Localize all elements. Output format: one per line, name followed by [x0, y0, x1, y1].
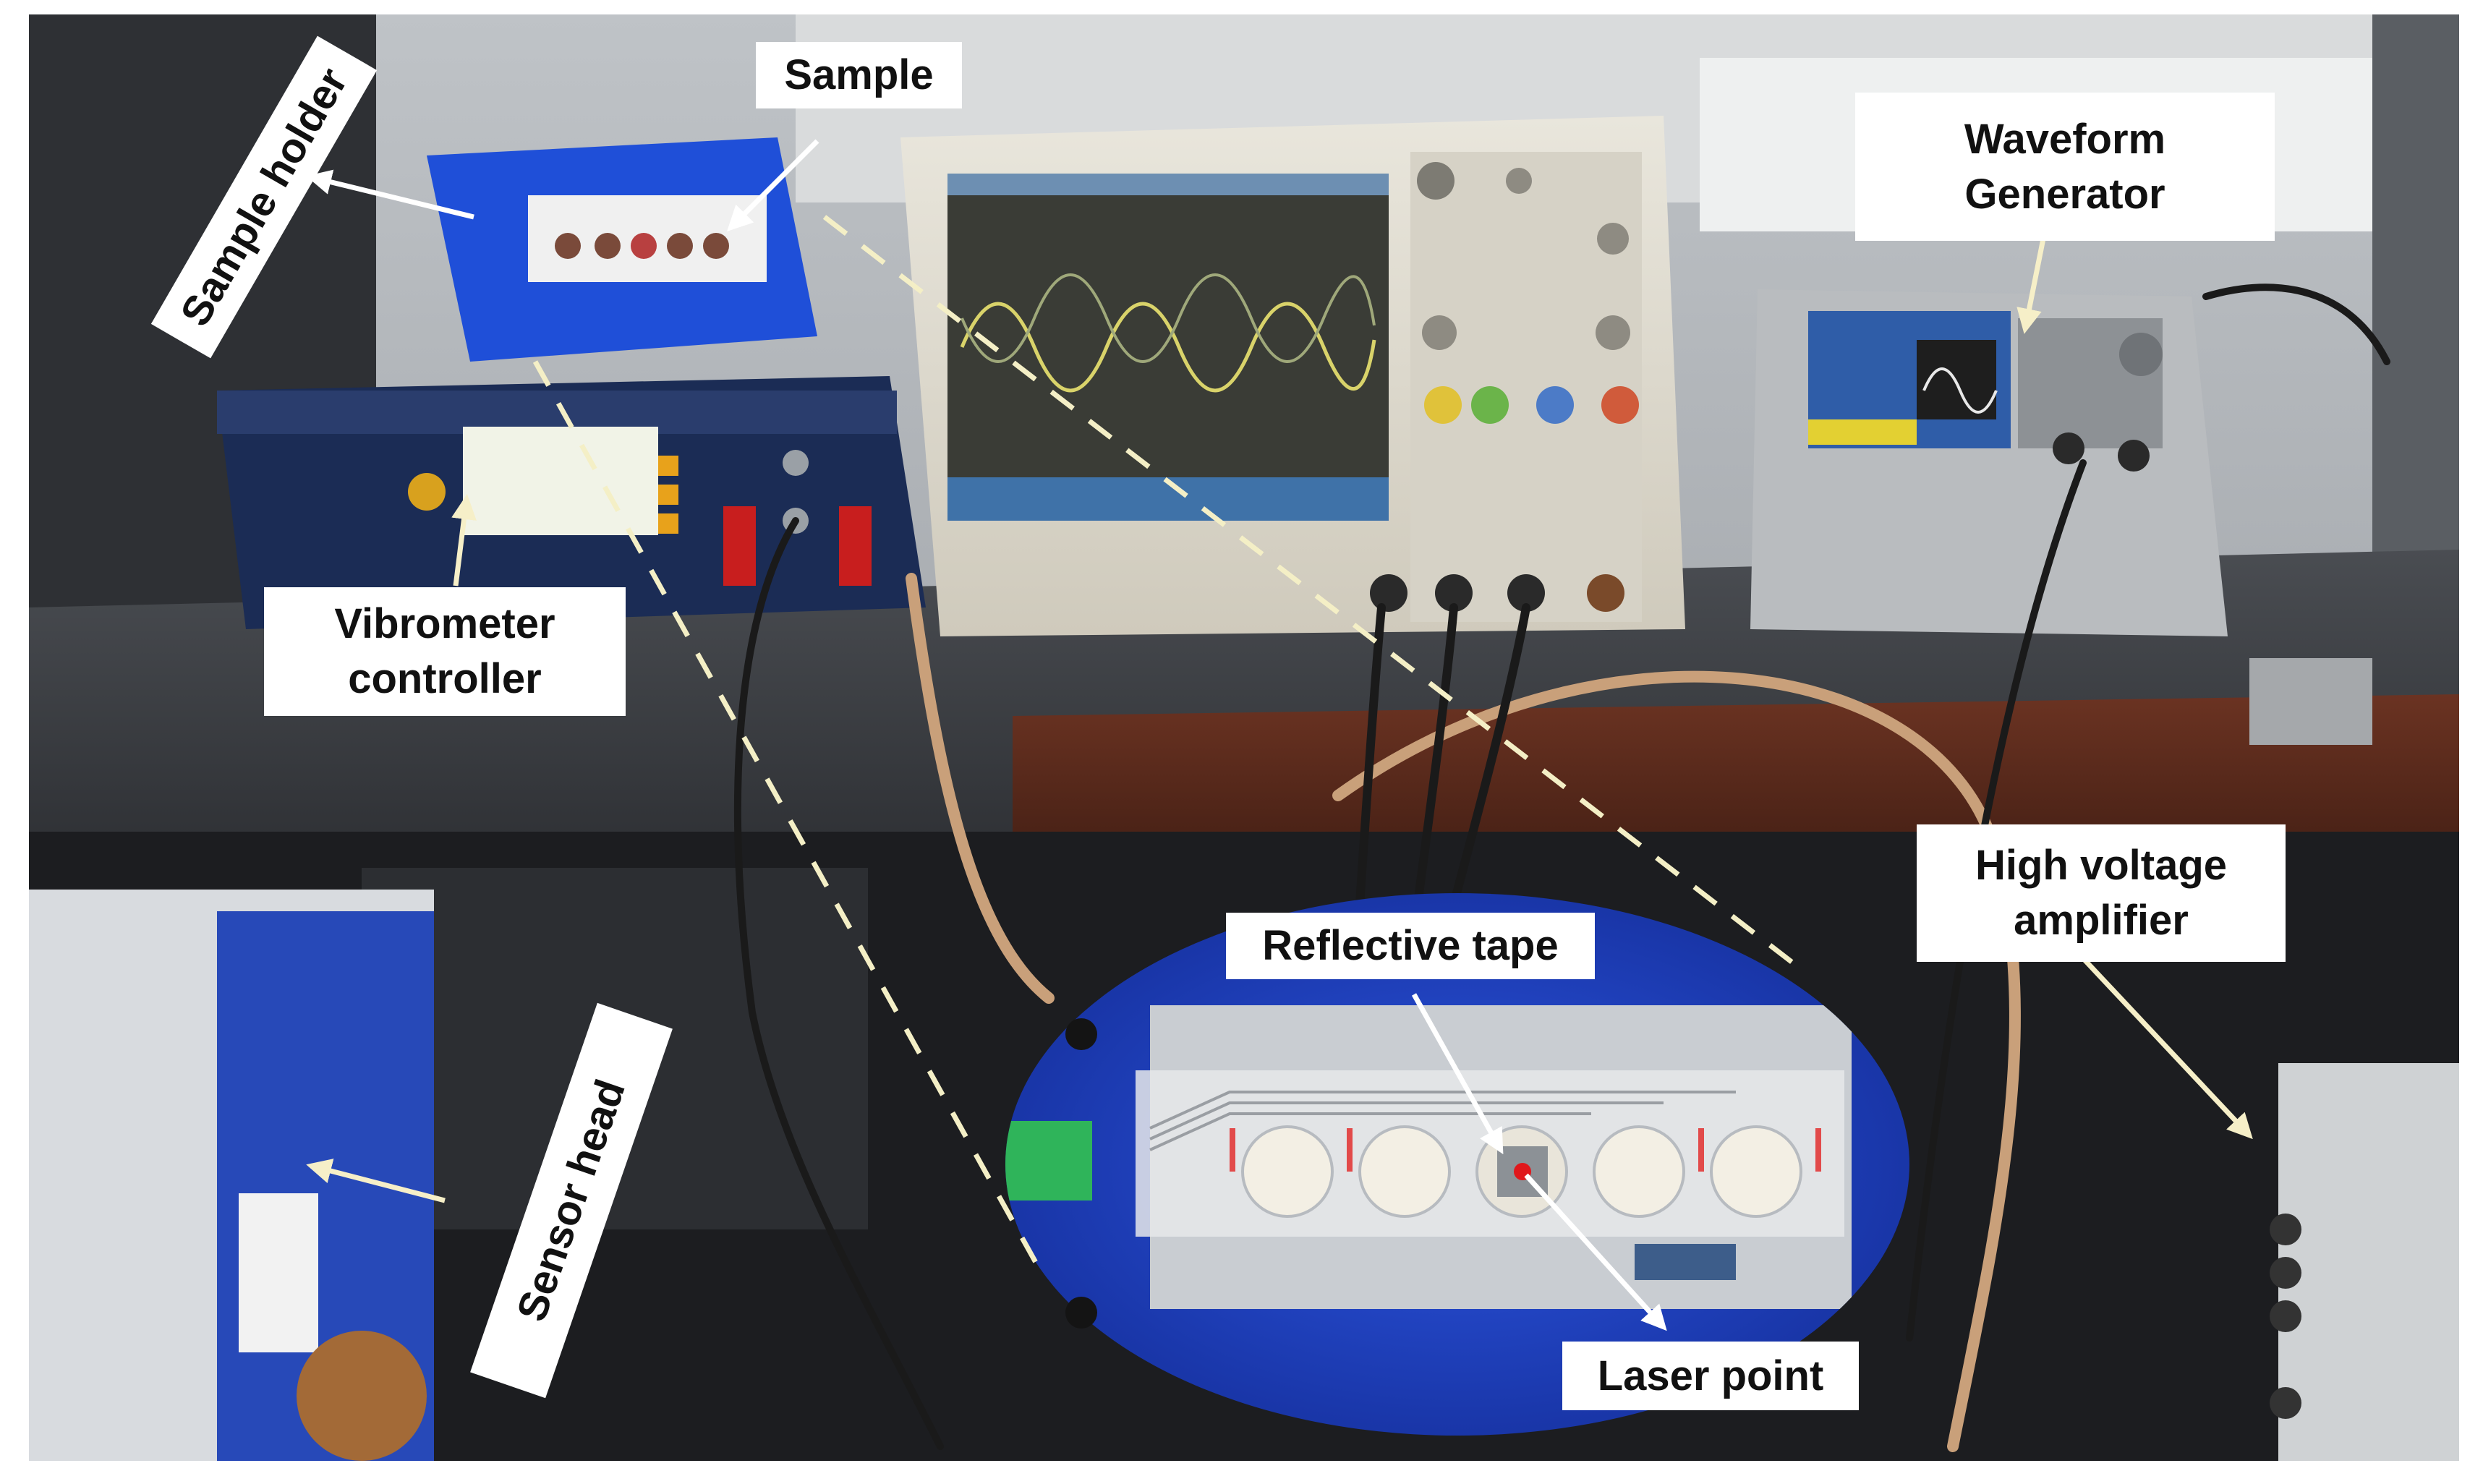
label-waveform-generator: Waveform Generator: [1855, 93, 2275, 241]
label-waveform-generator-line1: Waveform: [1964, 115, 2166, 163]
vibrometer-controller-arrow: [451, 494, 477, 587]
reflective-tape-arrow: [1411, 993, 1504, 1155]
label-vibrometer-controller-line2: controller: [348, 655, 542, 702]
label-high-voltage-amplifier-line1: High voltage: [1975, 842, 2228, 889]
high-voltage-amplifier-arrow: [2081, 956, 2253, 1140]
label-high-voltage-amplifier: High voltage amplifier: [1917, 824, 2286, 962]
zoom-connector-lines: [532, 215, 1803, 1274]
oscilloscope-device: [900, 116, 1685, 636]
laser-point-arrow: [1524, 1173, 1667, 1331]
sensor-head-arrow: [306, 1159, 446, 1203]
label-high-voltage-amplifier-line2: amplifier: [2014, 897, 2189, 944]
high-voltage-amplifier-device: [2249, 658, 2459, 1461]
sample-holder-arrow: [306, 169, 474, 220]
label-vibrometer-controller: Vibrometer controller: [264, 587, 626, 716]
label-reflective-tape: Reflective tape: [1226, 913, 1595, 979]
label-waveform-generator-line2: Generator: [1964, 170, 2165, 218]
vibrometer-controller-device: [217, 376, 926, 629]
label-sample: Sample: [756, 42, 962, 108]
label-laser-point: Laser point: [1562, 1342, 1859, 1410]
sample-arrow: [727, 139, 819, 231]
waveform-generator-arrow: [2016, 238, 2046, 334]
waveform-generator-device: [1750, 289, 2228, 636]
label-vibrometer-controller-line1: Vibrometer: [334, 600, 555, 647]
inset-sample-closeup: [1005, 893, 1909, 1436]
sample-holder-device: [427, 137, 817, 362]
